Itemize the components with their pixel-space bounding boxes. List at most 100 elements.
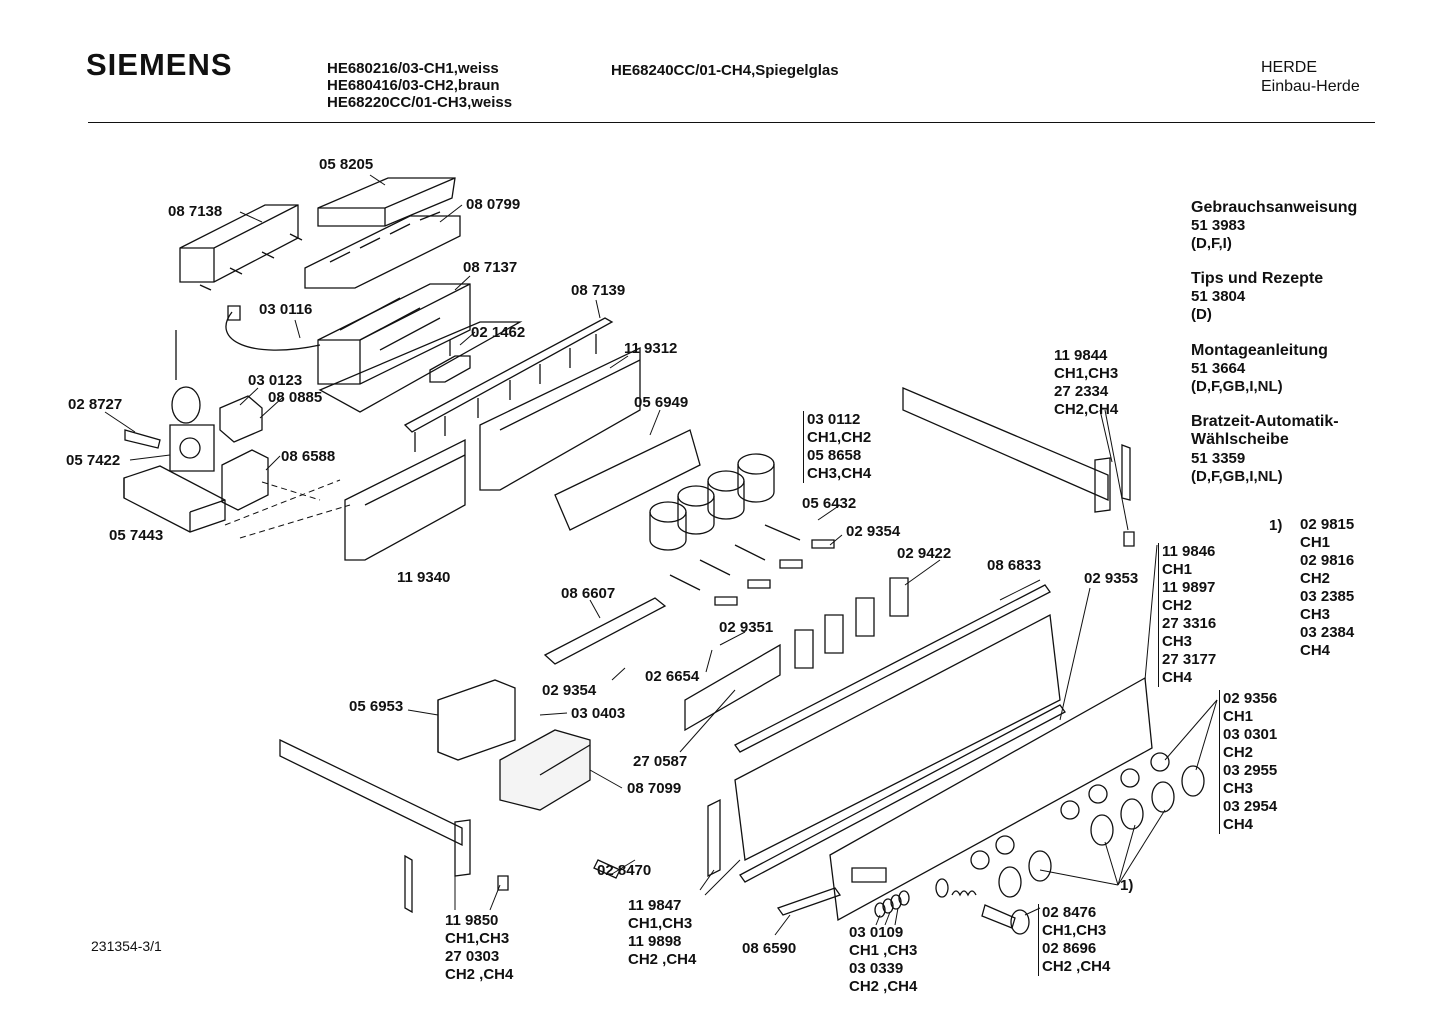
doc-langs-dial: (D,F,GB,I,NL) [1191,468,1283,485]
variant-line: CH3,CH4 [807,465,872,482]
part-label: 02 1462 [471,324,526,341]
push-buttons-part [875,891,909,917]
category-subtitle: Einbau-Herde [1261,78,1360,95]
front-frame-part [735,585,1065,882]
variant-line: 03 0109 [849,924,904,941]
doc-number-manual: 51 3983 [1191,217,1246,234]
fuse-part [594,860,620,878]
knob-ring-variants: 02 9356 CH1 03 0301 CH2 03 2955 CH3 03 2… [1219,690,1277,834]
relay-part [220,396,262,442]
variant-line: CH1,CH2 [807,429,872,446]
variant-line: CH2 [1162,597,1193,614]
tray-part [318,178,455,226]
footnote-marker: 1) [1269,517,1283,534]
display-frames-part [795,578,908,668]
variant-line: 03 0112 [807,411,861,428]
part-label: 03 0123 [248,372,303,389]
part-label: 03 0116 [259,301,313,318]
category-title: HERDE [1261,59,1318,76]
knob-plate-part [555,430,700,530]
part-label: 05 7422 [66,452,121,469]
variant-line: CH1 ,CH3 [849,942,918,959]
bracket-plate-part [685,645,780,730]
variant-line: 03 2955 [1223,762,1278,779]
footnote-reference: 1) [1120,877,1134,894]
push-button-variants: 03 0109 CH1 ,CH3 03 0339 CH2 ,CH4 [849,924,917,996]
variant-line: 02 8696 [1042,940,1097,957]
part-label: 02 9422 [897,545,952,562]
telescopic-rail-right-part [903,388,1134,546]
footnote-item: CH1 [1300,534,1331,551]
thermostat-part [125,330,214,471]
part-label: 08 6588 [281,448,336,465]
variant-line: 02 9356 [1223,690,1278,707]
variant-line: CH2 ,CH4 [1042,958,1111,975]
variant-line: 27 0303 [445,948,500,965]
part-label: 08 6590 [742,940,797,957]
part-label: 02 8470 [597,862,652,879]
variant-line: CH3 [1162,633,1193,650]
variant-line: 27 3316 [1162,615,1217,632]
circuit-board-part [320,322,520,412]
switch-assembly-part [318,284,470,384]
lamp-housing-part [124,466,225,532]
timer-knob-variants: 02 8476 CH1,CH3 02 8696 CH2 ,CH4 [1038,904,1110,976]
part-label: 08 0885 [268,389,323,406]
dashed-connection [225,480,350,538]
variant-line: 02 8476 [1042,904,1097,921]
part-label: 02 8727 [68,396,123,413]
variant-line: CH1 [1223,708,1254,725]
variant-line: CH4 [1162,669,1193,686]
footnote-item: 03 2384 [1300,624,1355,641]
knob-shafts-part [670,525,834,605]
front-rail-variants: 11 9847 CH1,CH3 11 9898 CH2 ,CH4 [628,897,696,969]
part-label: 05 7443 [109,527,164,544]
variant-line: 11 9846 [1162,543,1216,560]
part-label: 03 0403 [571,705,626,722]
part-label: 08 6607 [561,585,616,602]
doc-langs-manual: (D,F,I) [1191,235,1232,252]
part-label: 05 6432 [802,495,857,512]
variant-line: 11 9847 [628,897,682,914]
part-label: 02 9353 [1084,570,1139,587]
footnote-item: CH4 [1300,642,1331,659]
cable-part [226,312,320,350]
model-line-3: HE68220CC/01-CH3,weiss [327,94,513,111]
model-line-2: HE680416/03-CH2,braun [327,77,500,94]
doc-title-recipes: Tips und Rezepte [1191,270,1324,287]
doc-number-recipes: 51 3804 [1191,288,1246,305]
variant-line: CH1,CH3 [1054,365,1119,382]
variant-line: 11 9850 [445,912,499,929]
model-line-1: HE680216/03-CH1,weiss [327,60,499,77]
footnote-item: 03 2385 [1300,588,1355,605]
knob-group-variants: 03 0112 CH1,CH2 05 8658 CH3,CH4 [803,411,871,483]
part-label: 02 9354 [542,682,597,699]
control-knobs-part [971,753,1204,897]
variant-line: CH2,CH4 [1054,401,1119,418]
variant-line: 11 9844 [1054,347,1108,364]
terminal-block-part [180,205,302,290]
part-label: 05 8205 [319,156,374,173]
variant-line: CH2 ,CH4 [445,966,514,983]
variant-line: 03 2954 [1223,798,1278,815]
footnote-item: 02 9816 [1300,552,1355,569]
doc-langs-recipes: (D) [1191,306,1212,323]
switch-frame-part [305,212,460,288]
timer-knob-part [936,879,1029,934]
guide-rail-part [545,598,665,664]
channel-bracket-part [480,348,640,490]
part-label: 08 7138 [168,203,223,220]
control-panel-part [830,678,1152,920]
doc-langs-assembly: (D,F,GB,I,NL) [1191,378,1283,395]
mounting-bracket-part [405,318,612,452]
drawing-number: 231354-3/1 [91,938,162,954]
variant-line: CH4 [1223,816,1254,833]
doc-number-dial: 51 3359 [1191,450,1246,467]
doc-title-dial: Bratzeit-Automatik- [1191,413,1339,430]
part-label: 11 9312 [624,340,678,357]
variant-line: CH2 ,CH4 [849,978,918,995]
footnote-item: CH3 [1300,606,1331,623]
trim-strip-part [778,888,840,915]
knob-caps-part [650,454,774,550]
